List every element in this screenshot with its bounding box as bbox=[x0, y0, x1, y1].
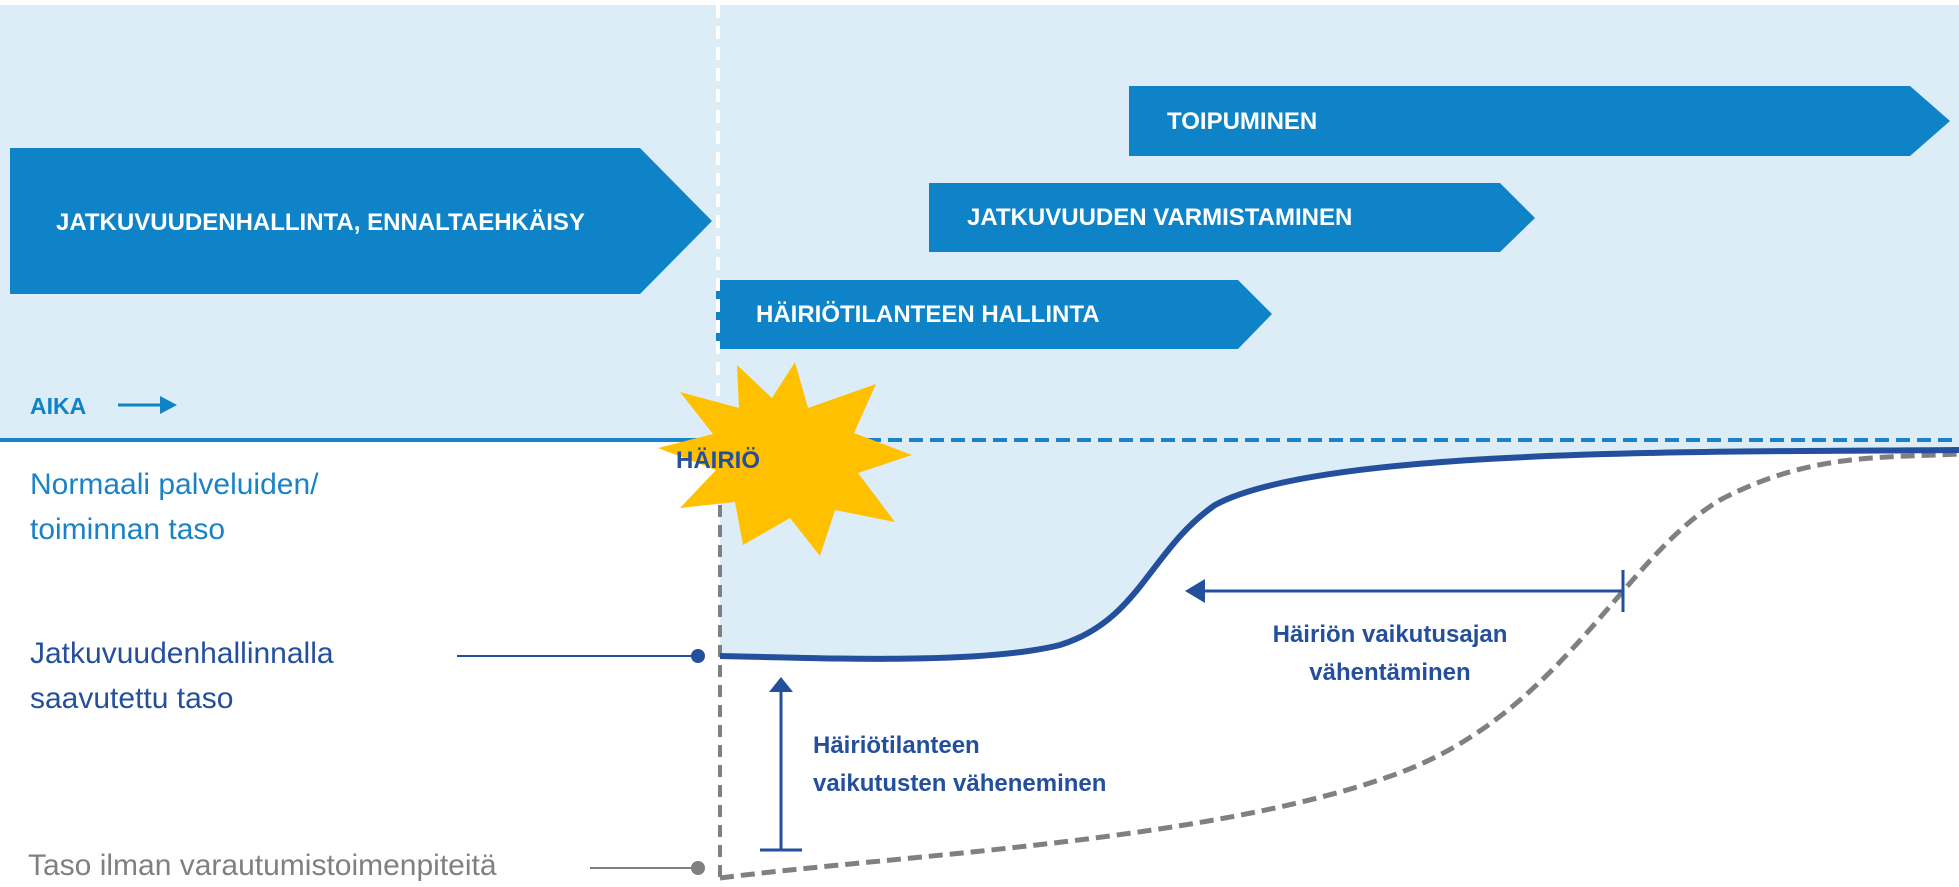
phase-label-continuity: JATKUVUUDEN VARMISTAMINEN bbox=[967, 204, 1353, 231]
no-preparation-level-label: Taso ilman varautumistoimenpiteitä bbox=[28, 849, 497, 882]
no-preparation-pointer-dot bbox=[691, 861, 705, 875]
no-preparation-curve bbox=[719, 451, 1959, 881]
time-axis-arrow-head bbox=[160, 396, 177, 414]
impact-reduction-arrow-head bbox=[769, 677, 793, 692]
phase-label-recovery: TOIPUMINEN bbox=[1167, 108, 1318, 135]
normal-level-label-line2: toiminnan taso bbox=[30, 513, 226, 546]
impact-reduction-label-line1: Häiriötilanteen bbox=[813, 732, 980, 759]
continuity-level-label-line1: Jatkuvuudenhallinnalla bbox=[30, 637, 334, 670]
continuity-level-label-line2: saavutettu taso bbox=[30, 682, 234, 715]
continuity-level-pointer-dot bbox=[691, 649, 705, 663]
incident-label: HÄIRIÖ bbox=[676, 447, 760, 474]
phase-label-prevention: JATKUVUUDENHALLINTA, ENNALTAEHKÄISY bbox=[56, 209, 585, 236]
duration-reduction-label-line2: vähentäminen bbox=[1309, 659, 1471, 686]
phase-arrow-prevention bbox=[10, 148, 712, 294]
continuity-level-curve bbox=[719, 447, 1959, 662]
duration-reduction-arrow-head bbox=[1185, 579, 1205, 603]
duration-reduction-label-line1: Häiriön vaikutusajan bbox=[1272, 621, 1508, 648]
phase-arrow-recovery bbox=[1129, 86, 1950, 156]
mitigation-area bbox=[720, 440, 1959, 659]
normal-level-label-line1: Normaali palveluiden/ bbox=[30, 468, 319, 501]
phase-arrow-incident-management bbox=[716, 280, 1272, 349]
phase-arrow-continuity bbox=[929, 183, 1535, 252]
incident-starburst bbox=[658, 362, 912, 556]
time-axis-label: AIKA bbox=[30, 393, 87, 419]
impact-reduction-label-line2: vaikutusten väheneminen bbox=[813, 770, 1107, 797]
phase-label-incident-management: HÄIRIÖTILANTEEN HALLINTA bbox=[756, 301, 1100, 328]
